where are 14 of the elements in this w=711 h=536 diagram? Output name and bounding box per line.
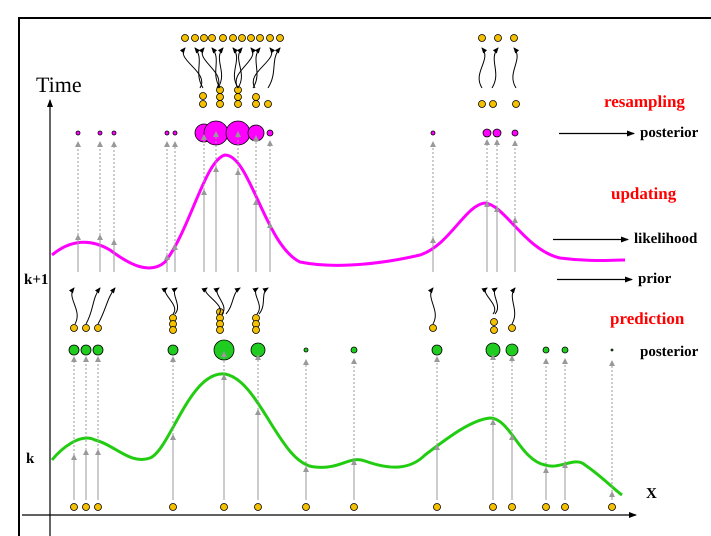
arrow	[553, 236, 629, 242]
annotation-label: posterior	[640, 345, 698, 360]
step-label: resampling	[604, 93, 685, 110]
annotation-label: posterior	[640, 126, 698, 141]
axis-title: Time	[36, 74, 82, 96]
annotation-label: likelihood	[634, 232, 698, 247]
axis-title: X	[646, 487, 657, 502]
axis-label: k+1	[24, 273, 48, 288]
step-label: prediction	[610, 310, 684, 327]
axis-label: k	[26, 452, 34, 467]
step-label: updating	[611, 185, 676, 202]
arrow	[557, 276, 633, 282]
arrow	[559, 130, 635, 136]
annotation-label: prior	[638, 272, 672, 287]
